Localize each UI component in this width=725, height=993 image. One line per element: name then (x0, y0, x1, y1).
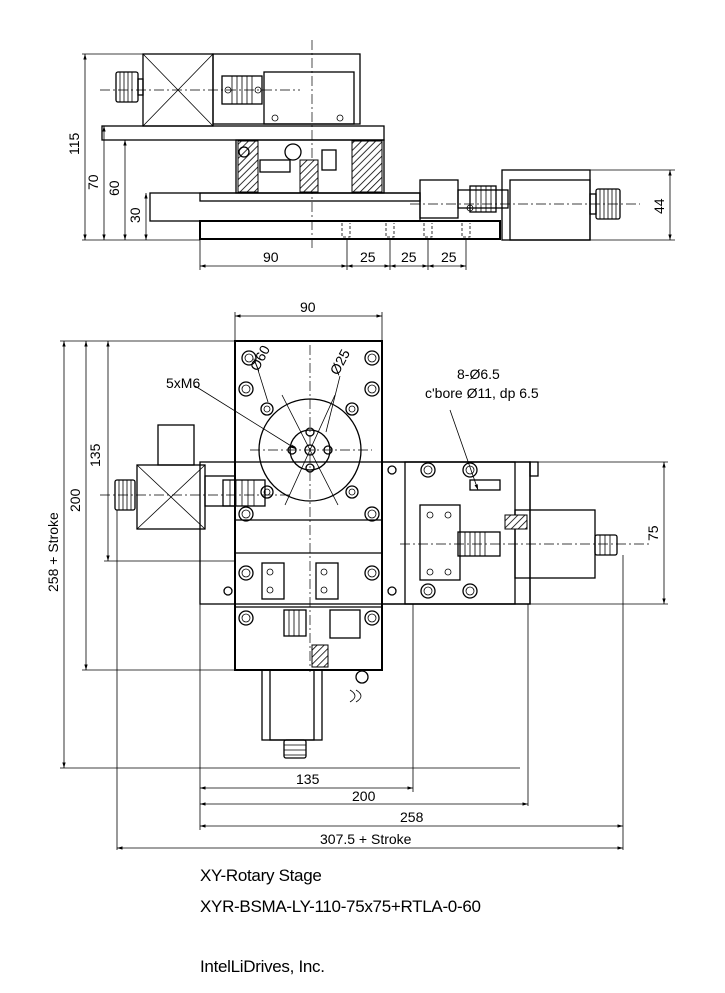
dim-25-b: 25 (401, 249, 417, 265)
dim-90-side: 90 (263, 249, 279, 265)
company-name: IntelLiDrives, Inc. (200, 957, 325, 976)
callout-counterbore: c'bore Ø11, dp 6.5 (425, 385, 539, 401)
dim-44: 44 (651, 198, 667, 214)
dim-135-vertical: 135 (87, 443, 103, 467)
dim-25-a: 25 (360, 249, 376, 265)
dim-135-horizontal: 135 (296, 771, 320, 787)
callout-phi25: Ø25 (327, 346, 354, 377)
model-number: XYR-BSMA-LY-110-75x75+RTLA-0-60 (200, 897, 481, 916)
dim-70: 70 (85, 174, 101, 190)
dim-200-horizontal: 200 (352, 788, 376, 804)
dim-25-c: 25 (441, 249, 457, 265)
dim-60: 60 (106, 180, 122, 196)
side-view: 115 70 60 30 90 25 25 25 44 (66, 40, 675, 270)
callout-phi60: Ø60 (247, 342, 274, 373)
dim-115: 115 (66, 132, 82, 155)
callout-5xm6: 5xM6 (166, 375, 200, 391)
dim-75: 75 (645, 525, 661, 541)
dim-307-stroke-horizontal: 307.5 + Stroke (320, 831, 412, 847)
dim-258-horizontal: 258 (400, 809, 424, 825)
callout-holes: 8-Ø6.5 (457, 366, 500, 382)
product-title: XY-Rotary Stage (200, 866, 322, 885)
dim-200-vertical: 200 (67, 488, 83, 512)
dim-90-top: 90 (300, 299, 316, 315)
dim-30: 30 (127, 207, 143, 223)
top-view: 90 135 200 258 + Stroke 75 135 200 258 3… (45, 299, 668, 850)
dim-258-stroke-vertical: 258 + Stroke (45, 512, 61, 592)
